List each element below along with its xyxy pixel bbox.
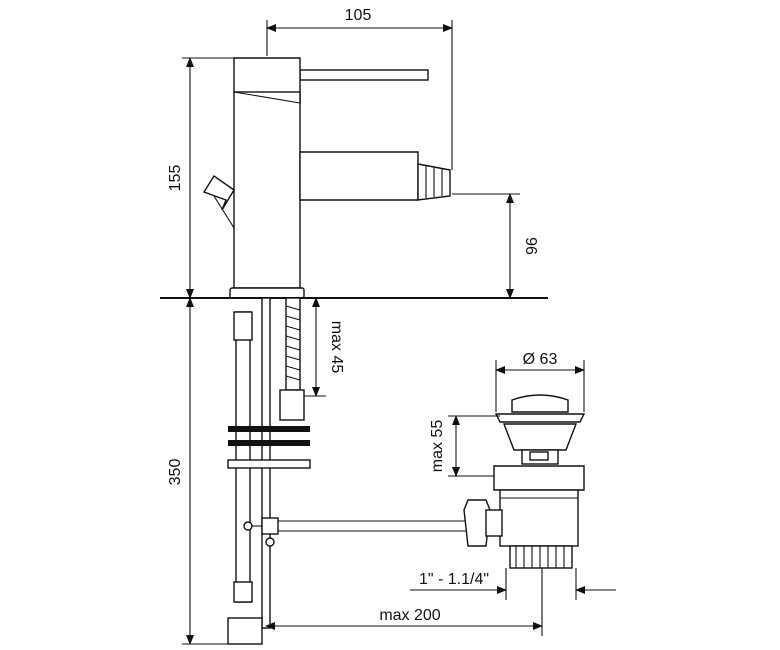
pivot-socket bbox=[485, 509, 503, 537]
washer-2 bbox=[228, 440, 310, 446]
mounting-nut bbox=[279, 389, 305, 421]
hose-fitting-bottom bbox=[233, 581, 253, 603]
drain-plug bbox=[511, 394, 569, 413]
dim-155: 155 bbox=[167, 165, 184, 192]
dim-max-45: max 45 bbox=[328, 321, 345, 374]
rod-clamp bbox=[261, 517, 279, 535]
tail-threads bbox=[515, 546, 565, 568]
faucet-body bbox=[202, 57, 451, 299]
drain-bowl bbox=[502, 423, 578, 451]
dim-max-55: max 55 bbox=[429, 420, 446, 473]
dim-max-200: max 200 bbox=[379, 607, 440, 624]
popup-drain bbox=[463, 394, 586, 569]
dimension-lines bbox=[182, 20, 616, 645]
drain-tail bbox=[509, 545, 573, 569]
dim-350: 350 bbox=[167, 459, 184, 486]
spout bbox=[299, 151, 419, 201]
dim-105: 105 bbox=[345, 7, 372, 24]
supply-hose bbox=[235, 311, 251, 603]
hex-nut-bottom bbox=[227, 617, 263, 645]
lever-handle bbox=[299, 69, 429, 81]
popup-knob bbox=[202, 175, 235, 211]
dim-diameter-63: Ø 63 bbox=[523, 351, 558, 368]
hose-fitting-top bbox=[233, 311, 253, 341]
dim-96: 96 bbox=[522, 237, 539, 255]
stud-threads bbox=[285, 305, 301, 381]
drain-nut bbox=[493, 465, 585, 491]
dim-thread: 1" - 1.1/4" bbox=[419, 571, 489, 588]
faucet-cylinder bbox=[233, 91, 301, 289]
base-flange bbox=[229, 287, 305, 299]
below-deck-assembly bbox=[227, 297, 468, 645]
drain-flange bbox=[494, 413, 586, 423]
washer-1 bbox=[228, 426, 310, 432]
washer-3 bbox=[227, 459, 311, 469]
pivot-nut bbox=[463, 499, 491, 547]
